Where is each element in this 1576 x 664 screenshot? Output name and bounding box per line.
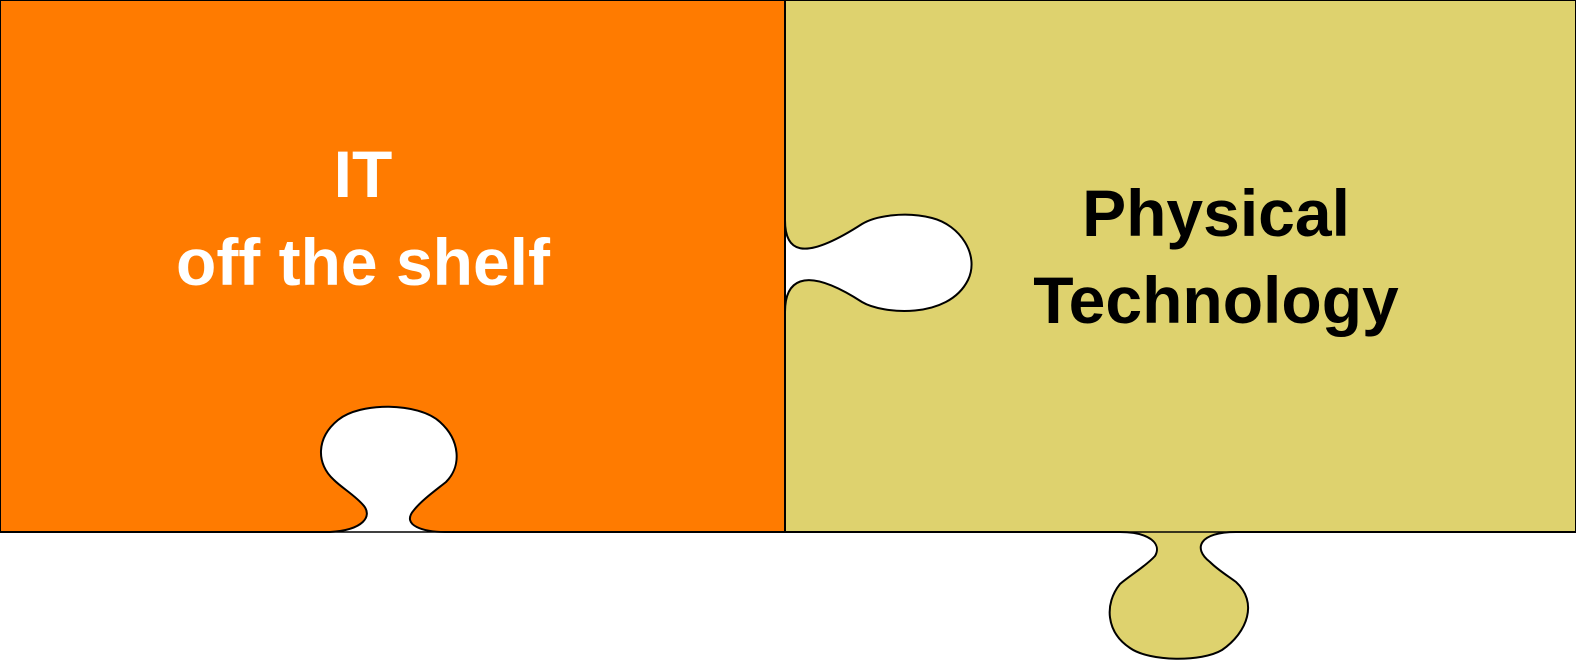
off-the-shelf-label: off the shelf (176, 225, 551, 299)
it-label: IT (334, 137, 393, 211)
technology-label: Technology (1033, 263, 1399, 337)
physical-label: Physical (1082, 176, 1350, 250)
it-off-the-shelf-puzzle-piece (0, 0, 786, 533)
physical-technology-puzzle-piece (784, 0, 1576, 660)
